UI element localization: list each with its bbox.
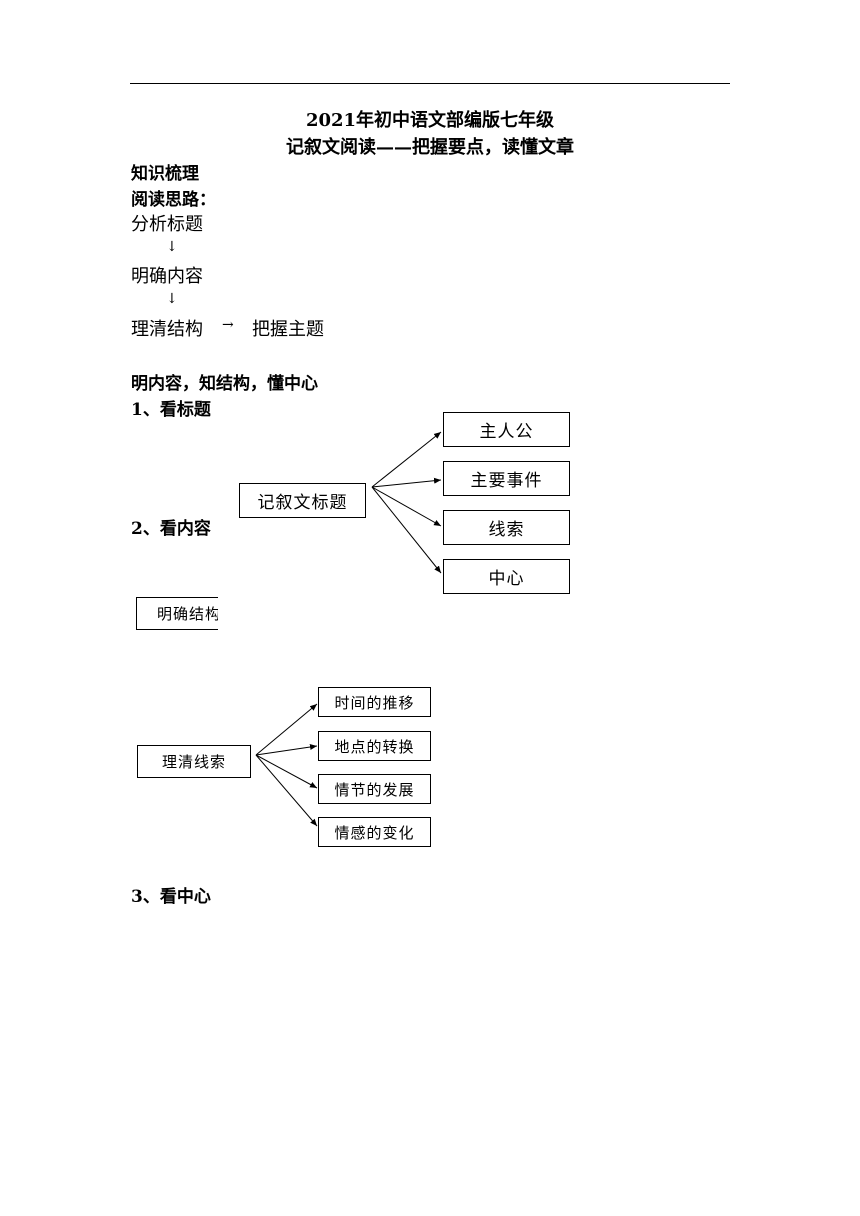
document-title-line2: 记叙文阅读——把握要点，读懂文章	[286, 137, 574, 158]
diagram-node-place-change: 地点的转换	[318, 731, 431, 761]
top-rule	[130, 83, 730, 84]
diagram-root-clarify-clue: 理清线索	[137, 745, 251, 778]
diagram-node-clarify-structure: 明确结构	[136, 597, 218, 630]
flow-step-clarify-structure: 理清结构	[131, 319, 203, 340]
item-look-title: 1、看标题	[131, 400, 211, 420]
diagram-node-main-event: 主要事件	[443, 461, 570, 496]
diagram-node-time-passage: 时间的推移	[318, 687, 431, 717]
item-look-content: 2、看内容	[131, 519, 211, 539]
flow-step-grasp-theme: 把握主题	[252, 319, 324, 340]
diagram-partial-clip: 明确结构	[136, 597, 218, 631]
document-title-line1: 2021年初中语文部编版七年级	[305, 110, 555, 131]
section-heading-knowledge: 知识梳理	[131, 164, 199, 184]
diagram-node-plot-development: 情节的发展	[318, 774, 431, 804]
diagram-node-center: 中心	[443, 559, 570, 594]
diagram-node-emotion-change: 情感的变化	[318, 817, 431, 847]
reading-approach-label: 阅读思路：	[131, 190, 216, 210]
flow-step-clarify-content: 明确内容	[131, 266, 203, 287]
diagram-root-narrative-title: 记叙文标题	[239, 483, 366, 518]
flow-step-analyze-title: 分析标题	[131, 214, 203, 235]
item-look-center: 3、看中心	[131, 887, 211, 907]
flow-arrow-right-icon: →	[222, 317, 234, 333]
flow-arrow-down-icon: ↓	[166, 291, 178, 307]
diagram-node-clue: 线索	[443, 510, 570, 545]
diagram-node-protagonist: 主人公	[443, 412, 570, 447]
section-heading-content-structure: 明内容，知结构，懂中心	[131, 374, 318, 394]
flow-arrow-down-icon: ↓	[166, 239, 178, 255]
